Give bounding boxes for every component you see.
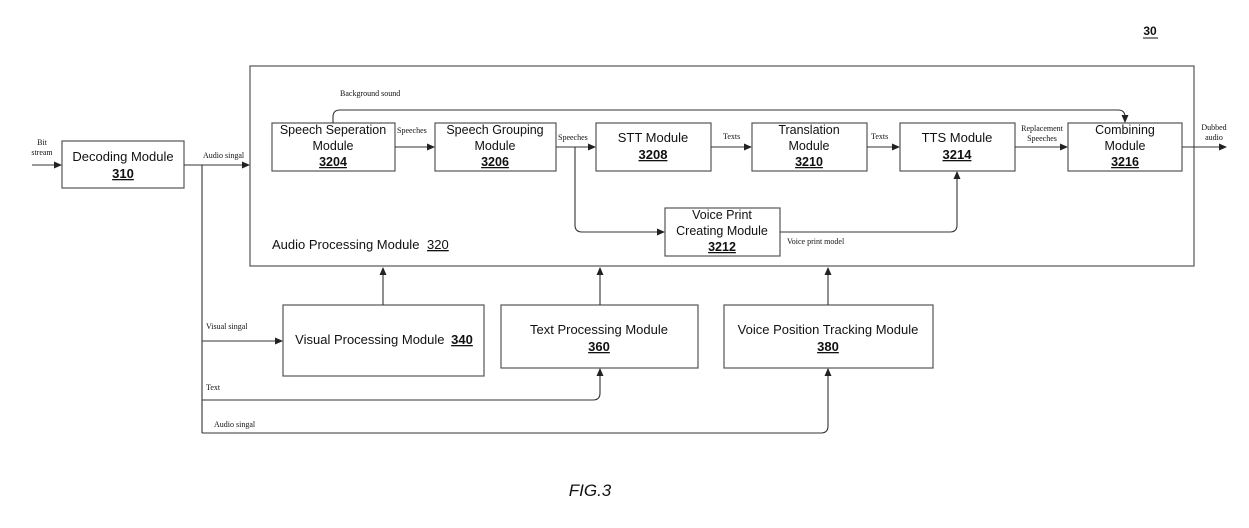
text-signal-label: Text (206, 383, 221, 392)
combining-ref: 3216 (1111, 155, 1139, 169)
voice-position-module-box (723, 304, 934, 369)
decoding-module-label: Decoding Module (72, 149, 173, 164)
voice-print-label-1: Voice Print (692, 208, 752, 222)
dubbed-audio-label-2: audio (1205, 133, 1223, 142)
background-sound-label: Background sound (340, 89, 400, 98)
speech-grouping-module-box (434, 122, 557, 172)
stt-module-ref: 3208 (639, 147, 668, 162)
audio-signal-bottom-arrow (202, 368, 832, 434)
combining-label-1: Combining (1095, 123, 1155, 137)
combining-module-box (1067, 122, 1183, 172)
stt-module-box (595, 122, 712, 172)
visual-signal-label: Visual singal (206, 322, 248, 331)
speeches-to-voice-print-arrow (574, 147, 665, 236)
tts-module-box (899, 122, 1016, 172)
bit-stream-label-1: Bit (37, 138, 48, 147)
replacement-speeches-label-1: Replacement (1021, 124, 1064, 133)
speech-separation-ref: 3204 (319, 155, 347, 169)
voice-print-ref: 3212 (708, 240, 736, 254)
replacement-speeches-label-2: Speeches (1027, 134, 1057, 143)
speech-grouping-label-1: Speech Grouping (446, 123, 543, 137)
voice-position-label: Voice Position Tracking Module (738, 322, 919, 337)
audio-processing-module-box (249, 65, 1195, 267)
visual-processing-label: Visual Processing Module 340 (295, 332, 473, 347)
tts-module-ref: 3214 (943, 147, 973, 162)
speeches-label-1: Speeches (397, 126, 427, 135)
text-signal-arrow (202, 368, 604, 401)
texts-label-1: Texts (723, 132, 740, 141)
texts-label-2: Texts (871, 132, 888, 141)
audio-signal-top-label: Audio singal (203, 151, 245, 160)
audio-processing-module-label: Audio Processing Module 320 (272, 237, 449, 252)
decoding-module-ref: 310 (112, 166, 134, 181)
translation-label-1: Translation (778, 123, 839, 137)
translation-label-2: Module (789, 139, 830, 153)
background-sound-arrow (332, 109, 1129, 123)
speech-separation-label-2: Module (313, 139, 354, 153)
translation-ref: 3210 (795, 155, 823, 169)
speech-grouping-ref: 3206 (481, 155, 509, 169)
text-processing-ref: 360 (588, 339, 610, 354)
figure-number: 30 (1143, 24, 1157, 38)
voice-print-model-arrow (780, 171, 961, 233)
stt-module-label: STT Module (618, 130, 689, 145)
voice-print-module-box (664, 207, 781, 257)
voice-position-ref: 380 (817, 339, 839, 354)
dubbed-audio-label-1: Dubbed (1201, 123, 1226, 132)
bit-stream-label-2: stream (31, 148, 53, 157)
combining-label-2: Module (1105, 139, 1146, 153)
decoding-module-box (61, 140, 185, 189)
audio-signal-bottom-label: Audio singal (214, 420, 256, 429)
tts-module-label: TTS Module (922, 130, 993, 145)
speech-grouping-label-2: Module (475, 139, 516, 153)
speeches-label-2: Speeches (558, 133, 588, 142)
text-processing-module-box (500, 304, 699, 369)
speech-separation-label-1: Speech Seperation (280, 123, 386, 137)
voice-print-label-2: Creating Module (676, 224, 768, 238)
text-processing-label: Text Processing Module (530, 322, 668, 337)
voice-print-model-label: Voice print model (787, 237, 845, 246)
figure-caption: FIG.3 (569, 481, 612, 500)
